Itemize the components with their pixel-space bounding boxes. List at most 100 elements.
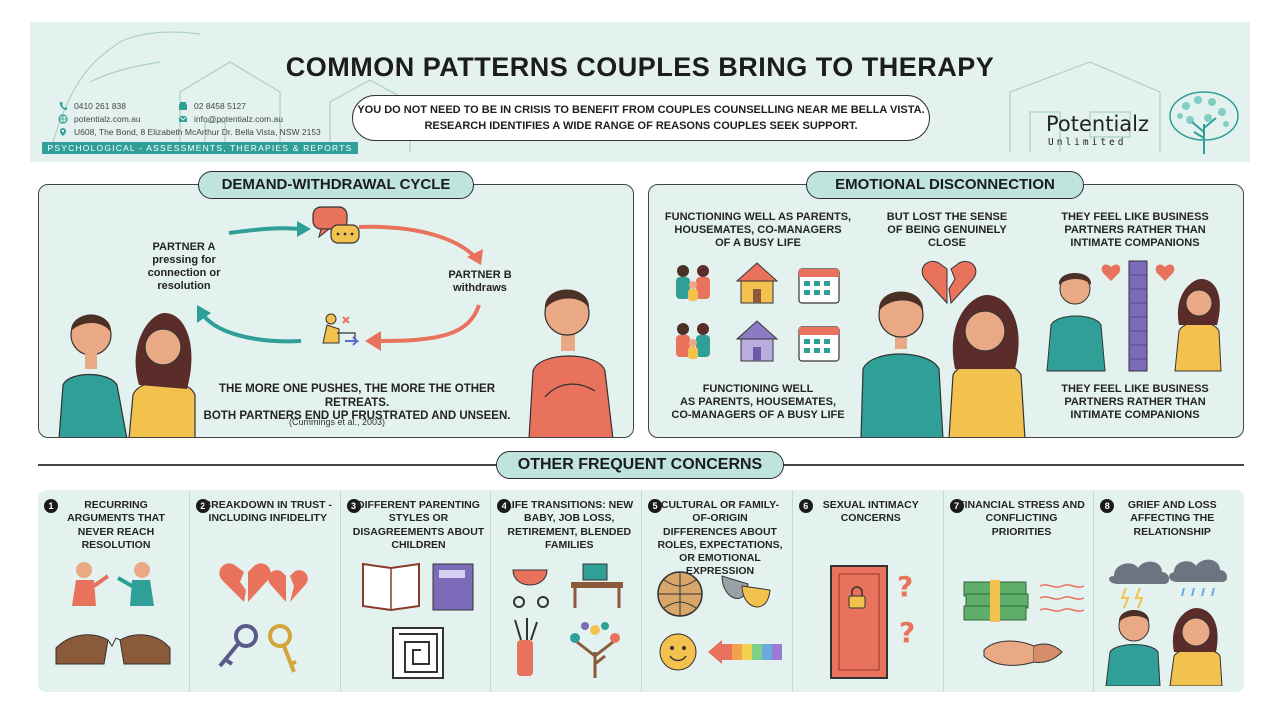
concern-card: 5 CULTURAL OR FAMILY-OF-ORIGIN DIFFERENC…	[641, 490, 792, 692]
disconnect-col-2-l1: BUT LOST THE SENSE	[886, 211, 1008, 223]
locked-door-question-icon: ? ?	[829, 565, 915, 679]
money-stack-hands-icon	[963, 580, 1084, 666]
concern-text: BREAKDOWN IN TRUST - INCLUDING INFIDELIT…	[203, 499, 332, 525]
partner-a-label: PARTNER A pressing for connection or res…	[129, 241, 239, 293]
concern-card: 8 GRIEF AND LOSS AFFECTING THE RELATIONS…	[1093, 490, 1244, 692]
other-concerns-title-pill: OTHER FREQUENT CONCERNS	[496, 451, 784, 479]
globe-icon	[58, 114, 68, 124]
concern-text: GRIEF AND LOSS AFFECTING THE RELATIONSHI…	[1127, 499, 1217, 538]
disconnection-title-pill: EMOTIONAL DISCONNECTION	[806, 171, 1084, 199]
disconnect-bottom-1-l2: AS PARENTS, HOUSEMATES,	[679, 396, 837, 408]
website-text: potentialz.com.au	[74, 114, 141, 124]
office-phone-icon	[179, 102, 187, 110]
concern-card: 1 RECURRING ARGUMENTS THAT NEVER REACH R…	[38, 490, 189, 692]
svg-text:?: ?	[897, 570, 913, 603]
demand-withdrawal-panel: PARTNER A pressing for connection or res…	[38, 184, 634, 438]
disconnect-bottom-3: THEY FEEL LIKE BUSINESS PARTNERS RATHER …	[1045, 383, 1225, 422]
intro-line-1: YOU DO NOT NEED TO BE IN CRISIS TO BENEF…	[357, 104, 925, 116]
disconnect-col-1-l1: FUNCTIONING WELL AS PARENTS,	[664, 211, 852, 223]
tagline-bar: PSYCHOLOGICAL - ASSESSMENTS, THERAPIES &…	[42, 142, 358, 154]
disconnect-col-1-l2: HOUSEMATES, CO-MANAGERS	[674, 224, 842, 236]
concern-card: 6 SEXUAL INTIMACY CONCERNS ? ?	[791, 490, 943, 692]
pram-desk-golf-family-tree-icon	[512, 563, 624, 678]
concern-number: 5	[648, 499, 662, 513]
cycle-arrows	[197, 221, 483, 351]
broken-heart-icon	[921, 261, 977, 305]
house-icon-2	[735, 320, 779, 362]
disconnect-col-1-l3: OF A BUSY LIFE	[715, 237, 801, 249]
family-icon-2	[676, 323, 710, 359]
books-maze-icon	[361, 562, 473, 679]
withdrawn-person-icon	[322, 313, 360, 346]
concern-number: 6	[798, 499, 813, 513]
house-icon	[735, 262, 779, 304]
phone-mobile-text: 0410 261 838	[74, 101, 126, 111]
page-title: COMMON PATTERNS COUPLES BRING TO THERAPY	[285, 52, 995, 82]
concern-text: SEXUAL INTIMACY CONCERNS	[822, 499, 919, 525]
disconnect-col-2-l3: CLOSE	[928, 237, 966, 249]
disconnect-col-3-l1: THEY FEEL LIKE BUSINESS	[1061, 211, 1209, 223]
disconnect-col-3-l2: PARTNERS RATHER THAN	[1064, 224, 1206, 236]
concern-card: 7 FINANCIAL STRESS AND CONFLICTING PRIOR…	[942, 490, 1094, 692]
other-concerns-grid: 1 RECURRING ARGUMENTS THAT NEVER REACH R…	[38, 490, 1244, 692]
concern-text: FINANCIAL STRESS AND CONFLICTING PRIORIT…	[958, 499, 1085, 538]
speech-bubbles-icon	[312, 206, 360, 244]
partner-b-desc: withdraws	[453, 282, 507, 294]
disconnect-col-2: BUT LOST THE SENSE OF BEING GENUINELY CL…	[873, 211, 1021, 250]
globe-masks-rainbow-icon	[657, 571, 782, 671]
demand-summary-1: THE MORE ONE PUSHES, THE MORE THE OTHER …	[218, 383, 496, 409]
disconnect-col-3: THEY FEEL LIKE BUSINESS PARTNERS RATHER …	[1045, 211, 1225, 250]
disconnect-bottom-3-l1: THEY FEEL LIKE BUSINESS	[1061, 383, 1209, 395]
partner-a-desc-2: connection or	[147, 267, 221, 279]
partner-b-name: PARTNER B	[448, 269, 512, 281]
calendar-icon-2	[798, 326, 840, 362]
contact-email: info@potentialz.com.au	[178, 114, 283, 124]
disconnect-bottom-1: FUNCTIONING WELL AS PARENTS, HOUSEMATES,…	[663, 383, 853, 422]
brain-tree-logo-icon	[1169, 91, 1239, 154]
wall-between-couple-icon	[1046, 260, 1222, 372]
disconnection-art	[676, 260, 1222, 437]
phone-office-text: 02 8458 5127	[194, 101, 246, 111]
svg-text:?: ?	[899, 616, 915, 649]
logo-subtitle: Unlimited	[1048, 137, 1127, 148]
demand-summary: THE MORE ONE PUSHES, THE MORE THE OTHER …	[187, 383, 527, 424]
concern-text: RECURRING ARGUMENTS THAT NEVER REACH RES…	[67, 499, 165, 551]
email-text: info@potentialz.com.au	[194, 114, 283, 124]
broken-hearts-keys-icon	[218, 563, 308, 673]
demand-summary-2: BOTH PARTNERS END UP FRUSTRATED AND UNSE…	[203, 410, 511, 422]
concern-card: 4 LIFE TRANSITIONS: NEW BABY, JOB LOSS, …	[490, 490, 641, 692]
header-banner: COMMON PATTERNS COUPLES BRING TO THERAPY…	[30, 22, 1250, 162]
calendar-icon	[798, 268, 840, 304]
partner-a-name: PARTNER A	[152, 241, 216, 253]
intro-line-2: RESEARCH IDENTIFIES A WIDE RANGE OF REAS…	[424, 120, 858, 132]
disconnect-col-3-l3: INTIMATE COMPANIONS	[1070, 237, 1200, 249]
disconnect-col-2-l2: OF BEING GENUINELY	[887, 224, 1007, 236]
logo-name: Potentialz	[1046, 112, 1150, 136]
emotional-disconnection-panel: FUNCTIONING WELL AS PARENTS, HOUSEMATES,…	[648, 184, 1244, 438]
demand-cycle-art	[58, 206, 614, 437]
contact-office: 02 8458 5127	[178, 101, 246, 111]
concern-number: 1	[44, 499, 58, 513]
disconnect-bottom-3-l3: INTIMATE COMPANIONS	[1070, 409, 1200, 421]
disconnect-bottom-1-l3: CO-MANAGERS OF A BUSY LIFE	[671, 409, 845, 421]
couple-middle-illustration	[860, 291, 1026, 437]
concern-text: LIFE TRANSITIONS: NEW BABY, JOB LOSS, RE…	[505, 499, 634, 551]
partner-a-desc-1: pressing for	[152, 254, 216, 266]
arguing-couple-broken-bridge-icon	[55, 562, 171, 665]
concern-number: 7	[949, 499, 964, 513]
disconnect-bottom-3-l2: PARTNERS RATHER THAN	[1064, 396, 1206, 408]
couple-left-illustration	[58, 313, 196, 437]
partner-a-desc-3: resolution	[157, 280, 211, 292]
partner-b-illustration	[528, 289, 614, 437]
disconnect-col-1: FUNCTIONING WELL AS PARENTS, HOUSEMATES,…	[663, 211, 853, 250]
concern-number: 8	[1100, 499, 1115, 513]
concern-number: 2	[195, 499, 210, 513]
address-text: U608, The Bond, 8 Elizabeth McArthur Dr.…	[74, 127, 321, 137]
contact-address: U608, The Bond, 8 Elizabeth McArthur Dr.…	[58, 127, 321, 137]
concern-number: 3	[346, 499, 361, 513]
demand-title-pill: DEMAND-WITHDRAWAL CYCLE	[198, 171, 474, 199]
storm-cloud-couple-icon	[1105, 559, 1228, 686]
concern-text: CULTURAL OR FAMILY-OF-ORIGIN DIFFERENCES…	[657, 499, 783, 578]
concern-card: 2 BREAKDOWN IN TRUST - INCLUDING INFIDEL…	[188, 490, 340, 692]
